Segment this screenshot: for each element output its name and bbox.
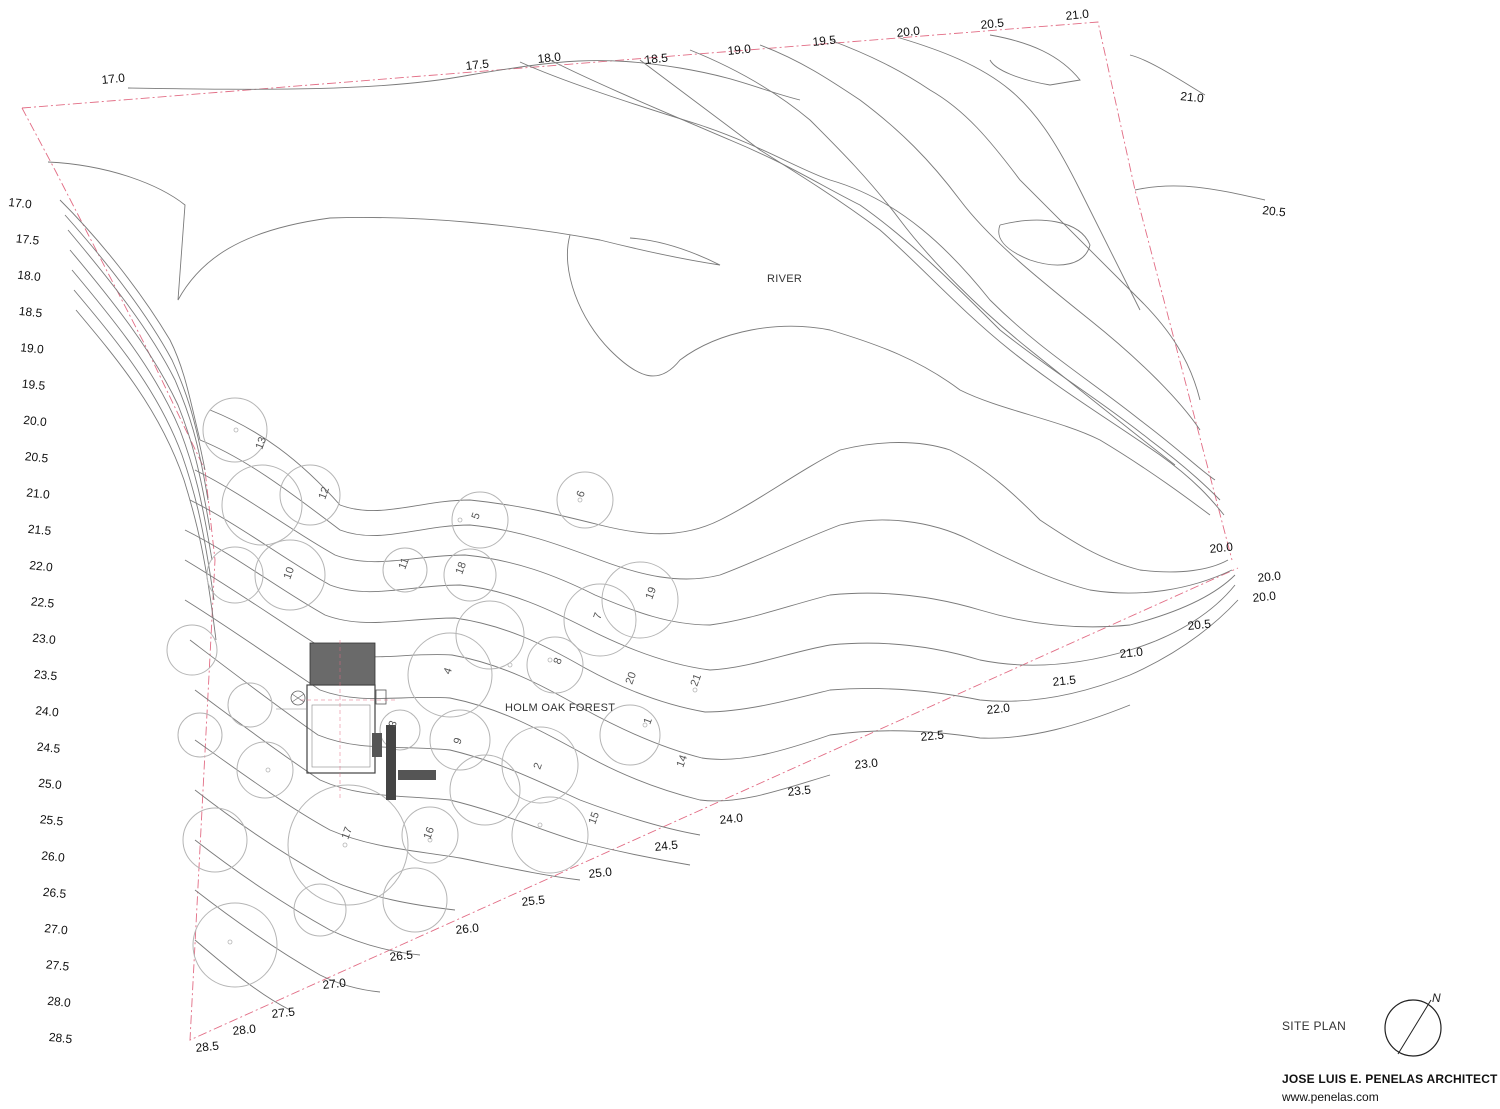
architect-website: www.penelas.com <box>1282 1090 1379 1104</box>
tree-number-10: 11 <box>397 556 412 571</box>
contour-number-0: 20 <box>624 670 639 686</box>
elevation-left-9: 21.5 <box>27 522 52 538</box>
tree-number-15: 16 <box>422 825 437 841</box>
elevation-bottom-17: 27.5 <box>271 1005 296 1021</box>
tree-number-0: 1 <box>642 716 655 726</box>
elevation-bottom-15: 26.5 <box>389 948 414 964</box>
topographic-contours <box>47 34 1266 1011</box>
elevation-left-10: 22.0 <box>29 558 54 574</box>
elevation-left-17: 25.5 <box>39 812 64 828</box>
tree-number-14: 15 <box>587 810 602 826</box>
elevation-bottom-19: 28.5 <box>195 1039 220 1055</box>
north-arrow-icon <box>1397 999 1432 1055</box>
elevation-left-21: 27.5 <box>45 957 70 973</box>
elevation-left-19: 26.5 <box>42 885 67 901</box>
elevation-left-11: 22.5 <box>30 594 55 610</box>
map-labels: RIVER HOLM OAK FOREST <box>505 273 802 714</box>
north-arrow: N <box>1384 991 1442 1057</box>
river-label: RIVER <box>767 273 802 285</box>
elevation-bottom-9: 23.5 <box>787 783 812 799</box>
elevation-left-13: 23.5 <box>33 667 58 683</box>
tree-canopies <box>166 397 698 988</box>
elevation-bottom-10: 24.0 <box>719 811 744 827</box>
elevation-right-1: 20.5 <box>1262 203 1287 219</box>
elevation-bottom-18: 28.0 <box>232 1022 257 1038</box>
tree-number-3: 4 <box>442 666 455 676</box>
contour-number-1: 21 <box>689 672 704 688</box>
elevation-left-8: 21.0 <box>26 485 51 501</box>
elevation-bottom-13: 25.5 <box>521 893 546 909</box>
tree-number-2: 3 <box>387 719 400 729</box>
elevation-bottom-3: 20.5 <box>1187 617 1212 633</box>
elevation-top-6: 20.0 <box>896 24 921 40</box>
elevation-bottom-6: 22.0 <box>986 701 1011 717</box>
elevation-top-7: 20.5 <box>980 16 1005 32</box>
elevation-left-20: 27.0 <box>44 921 69 937</box>
tree-number-11: 12 <box>317 485 332 501</box>
elevation-bottom-14: 26.0 <box>455 921 480 937</box>
house-footprint <box>276 640 436 800</box>
drawing-title: SITE PLAN <box>1282 1019 1347 1033</box>
tree-number-16: 17 <box>340 825 355 841</box>
elevation-left-5: 19.5 <box>21 377 46 393</box>
elevation-top-8: 21.0 <box>1065 7 1090 23</box>
elevation-left-22: 28.0 <box>47 994 72 1010</box>
elevation-bottom-16: 27.0 <box>322 976 347 992</box>
elevation-bottom-0: 20.0 <box>1209 540 1234 556</box>
tree-number-4: 5 <box>470 511 483 521</box>
tree-number-6: 7 <box>592 611 605 621</box>
elevation-left-4: 19.0 <box>20 340 45 356</box>
tree-number-13: 14 <box>675 753 690 769</box>
elevation-bottom-1: 20.0 <box>1257 569 1282 585</box>
elevation-labels-right: 21.0 20.5 <box>1180 89 1287 219</box>
elevation-right-0: 21.0 <box>1180 89 1205 105</box>
elevation-bottom-11: 24.5 <box>654 838 679 854</box>
compass-circle-icon <box>1384 999 1442 1057</box>
elevation-left-0: 17.0 <box>8 195 33 211</box>
north-label: N <box>1432 991 1441 1005</box>
tree-number-1: 2 <box>532 761 545 771</box>
elevation-top-1: 17.5 <box>465 57 490 73</box>
elevation-left-16: 25.0 <box>38 776 63 792</box>
elevation-bottom-4: 21.0 <box>1119 645 1144 661</box>
elevation-top-2: 18.0 <box>537 50 562 66</box>
tree-number-18: 19 <box>644 585 659 601</box>
elevation-left-23: 28.5 <box>48 1030 73 1046</box>
elevation-top-5: 19.5 <box>812 33 837 49</box>
elevation-bottom-5: 21.5 <box>1052 673 1077 689</box>
elevation-left-7: 20.5 <box>24 449 49 465</box>
elevation-left-6: 20.0 <box>23 413 48 429</box>
elevation-left-14: 24.0 <box>35 703 60 719</box>
tree-number-17: 18 <box>454 560 469 576</box>
architect-name: JOSE LUIS E. PENELAS ARCHITECT <box>1282 1072 1498 1086</box>
elevation-top-0: 17.0 <box>101 71 126 87</box>
forest-label: HOLM OAK FOREST <box>505 702 615 714</box>
tree-number-9: 10 <box>282 565 297 581</box>
elevation-left-15: 24.5 <box>36 740 61 756</box>
elevation-bottom-7: 22.5 <box>920 728 945 744</box>
elevation-bottom-12: 25.0 <box>588 865 613 881</box>
elevation-left-2: 18.0 <box>17 268 42 284</box>
elevation-labels-bottom: 20.0 20.0 20.0 20.5 21.0 21.5 22.0 22.5 23.0 23.5… <box>195 540 1282 1055</box>
elevation-labels-top: 17.0 17.5 18.0 18.5 19.0 19.5 20.0 20.5 21.0 <box>101 7 1090 87</box>
elevation-left-3: 18.5 <box>18 304 43 320</box>
elevation-top-4: 19.0 <box>727 42 752 58</box>
elevation-left-18: 26.0 <box>41 848 66 864</box>
tree-number-12: 13 <box>254 435 269 451</box>
tree-number-7: 8 <box>552 656 565 666</box>
elevation-left-12: 23.0 <box>32 631 57 647</box>
tree-number-8: 9 <box>452 736 465 746</box>
elevation-bottom-8: 23.0 <box>854 756 879 772</box>
elevation-bottom-2: 20.0 <box>1252 589 1277 605</box>
elevation-labels-left: 17.0 17.5 18.0 18.5 19.0 19.5 20.0 20.5 21.0 21.5… <box>8 195 74 1046</box>
elevation-left-1: 17.5 <box>15 231 40 247</box>
tree-number-5: 6 <box>575 489 588 499</box>
elevation-top-3: 18.5 <box>644 51 669 67</box>
